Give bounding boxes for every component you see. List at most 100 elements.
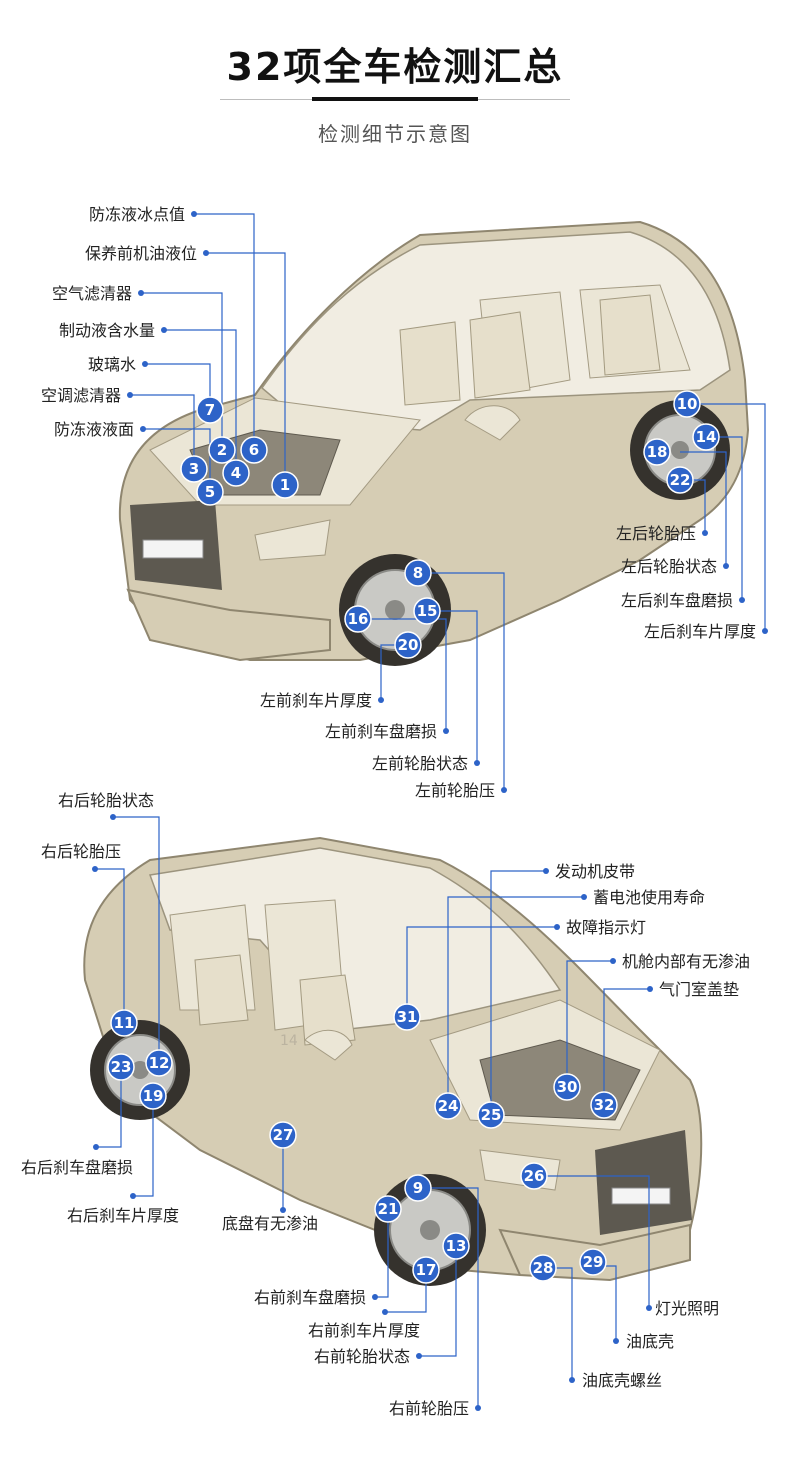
marker-18: 18: [643, 438, 671, 466]
svg-text:10: 10: [677, 395, 698, 413]
label-lr-tire-condition: 左后轮胎状态: [621, 557, 717, 576]
marker-11: 11: [110, 1009, 138, 1037]
marker-19: 19: [139, 1082, 167, 1110]
label-lr-rotor-wear: 左后刹车盘磨损: [621, 591, 733, 610]
label-oil-pan: 油底壳: [626, 1332, 674, 1351]
marker-3: 3: [180, 455, 208, 483]
svg-text:17: 17: [416, 1261, 437, 1279]
page-title: 32项全车检测汇总: [226, 45, 564, 89]
label-lf-tire-pressure: 左前轮胎压: [415, 781, 495, 800]
svg-text:24: 24: [438, 1097, 459, 1115]
label-rr-tire-condition: 右后轮胎状态: [58, 791, 154, 810]
label-antifreeze-freezing-point: 防冻液冰点值: [89, 205, 185, 224]
svg-text:25: 25: [481, 1106, 502, 1124]
marker-17: 17: [412, 1256, 440, 1284]
marker-24: 24: [434, 1092, 462, 1120]
marker-6: 6: [240, 436, 268, 464]
marker-14: 14: [692, 423, 720, 451]
label-rf-tire-pressure: 右前轮胎压: [389, 1399, 469, 1418]
label-valve-cover-gasket: 气门室盖垫: [659, 980, 739, 999]
label-washer-fluid: 玻璃水: [88, 355, 136, 374]
svg-text:3: 3: [189, 460, 199, 478]
svg-text:8: 8: [413, 564, 423, 582]
svg-text:13: 13: [446, 1237, 467, 1255]
svg-text:20: 20: [398, 636, 419, 654]
label-brake-fluid: 制动液含水量: [59, 321, 155, 340]
top-labels: 防冻液冰点值 保养前机油液位 空气滤清器 制动液含水量 玻璃水 空调滤清器 防冻…: [41, 205, 756, 800]
svg-text:27: 27: [273, 1126, 294, 1144]
label-rf-pad-thickness: 右前刹车片厚度: [308, 1321, 420, 1340]
top-markers: 1 2 3 4 5 6 7 8 10 14 15 16 18 20 22: [180, 390, 720, 659]
marker-31: 31: [393, 1003, 421, 1031]
svg-text:9: 9: [413, 1179, 423, 1197]
svg-text:30: 30: [557, 1078, 578, 1096]
marker-9: 9: [404, 1174, 432, 1202]
label-lr-tire-pressure: 左后轮胎压: [616, 524, 696, 543]
label-rr-pad-thickness: 右后刹车片厚度: [67, 1206, 179, 1225]
svg-text:19: 19: [143, 1087, 164, 1105]
label-warning-lights: 故障指示灯: [566, 918, 646, 937]
label-rr-rotor-wear: 右后刹车盘磨损: [21, 1158, 133, 1177]
label-oil-pan-bolt: 油底壳螺丝: [582, 1371, 662, 1390]
marker-4: 4: [222, 459, 250, 487]
label-lf-pad-thickness: 左前刹车片厚度: [260, 691, 372, 710]
svg-text:1: 1: [280, 476, 290, 494]
svg-text:23: 23: [111, 1058, 132, 1076]
marker-15: 15: [413, 597, 441, 625]
header: 32项全车检测汇总 检测细节示意图: [0, 0, 790, 170]
label-lights: 灯光照明: [655, 1299, 719, 1318]
marker-20: 20: [394, 631, 422, 659]
marker-1: 1: [271, 471, 299, 499]
svg-text:4: 4: [231, 464, 241, 482]
svg-text:7: 7: [205, 401, 215, 419]
label-chassis-leak: 底盘有无渗油: [222, 1214, 318, 1233]
svg-text:12: 12: [149, 1054, 170, 1072]
svg-text:26: 26: [524, 1167, 545, 1185]
marker-25: 25: [477, 1101, 505, 1129]
svg-text:29: 29: [583, 1253, 604, 1271]
marker-7: 7: [196, 396, 224, 424]
svg-text:2: 2: [217, 441, 227, 459]
svg-text:14: 14: [696, 428, 717, 446]
marker-23: 23: [107, 1053, 135, 1081]
svg-text:31: 31: [397, 1008, 418, 1026]
marker-5: 5: [196, 478, 224, 506]
marker-28: 28: [529, 1254, 557, 1282]
label-lf-tire-condition: 左前轮胎状态: [372, 754, 468, 773]
svg-text:11: 11: [114, 1014, 135, 1032]
svg-text:21: 21: [378, 1200, 399, 1218]
marker-22: 22: [666, 466, 694, 494]
label-rr-tire-pressure: 右后轮胎压: [41, 842, 121, 861]
label-battery-life: 蓄电池使用寿命: [593, 888, 705, 907]
label-engine-belt: 发动机皮带: [555, 862, 635, 881]
top-leader-lines: [127, 211, 768, 793]
label-oil-level: 保养前机油液位: [85, 244, 197, 263]
marker-21: 21: [374, 1195, 402, 1223]
marker-10: 10: [673, 390, 701, 418]
label-engine-bay-leak: 机舱内部有无渗油: [622, 952, 750, 971]
svg-text:5: 5: [205, 483, 215, 501]
bottom-markers: 9 11 12 13 17 19 21 23 24 25 26 27 28 29…: [107, 1003, 618, 1284]
label-rf-rotor-wear: 右前刹车盘磨损: [254, 1288, 366, 1307]
watermark-number: 14: [280, 1033, 298, 1049]
marker-32: 32: [590, 1091, 618, 1119]
title-divider-accent: [312, 97, 478, 101]
bottom-labels: 右后轮胎状态 右后轮胎压 右后刹车盘磨损 右后刹车片厚度 底盘有无渗油 右前刹车…: [21, 791, 750, 1418]
page-subtitle: 检测细节示意图: [318, 122, 472, 146]
marker-2: 2: [208, 436, 236, 464]
marker-13: 13: [442, 1232, 470, 1260]
label-antifreeze-level: 防冻液液面: [54, 420, 134, 439]
svg-text:18: 18: [647, 443, 668, 461]
label-lf-rotor-wear: 左前刹车盘磨损: [325, 722, 437, 741]
svg-text:32: 32: [594, 1096, 615, 1114]
label-ac-filter: 空调滤清器: [41, 386, 121, 405]
bottom-leader-lines: [92, 814, 653, 1411]
marker-16: 16: [344, 605, 372, 633]
svg-text:15: 15: [417, 602, 438, 620]
svg-text:22: 22: [670, 471, 691, 489]
svg-text:16: 16: [348, 610, 369, 628]
svg-text:28: 28: [533, 1259, 554, 1277]
marker-26: 26: [520, 1162, 548, 1190]
label-lr-pad-thickness: 左后刹车片厚度: [644, 622, 756, 641]
